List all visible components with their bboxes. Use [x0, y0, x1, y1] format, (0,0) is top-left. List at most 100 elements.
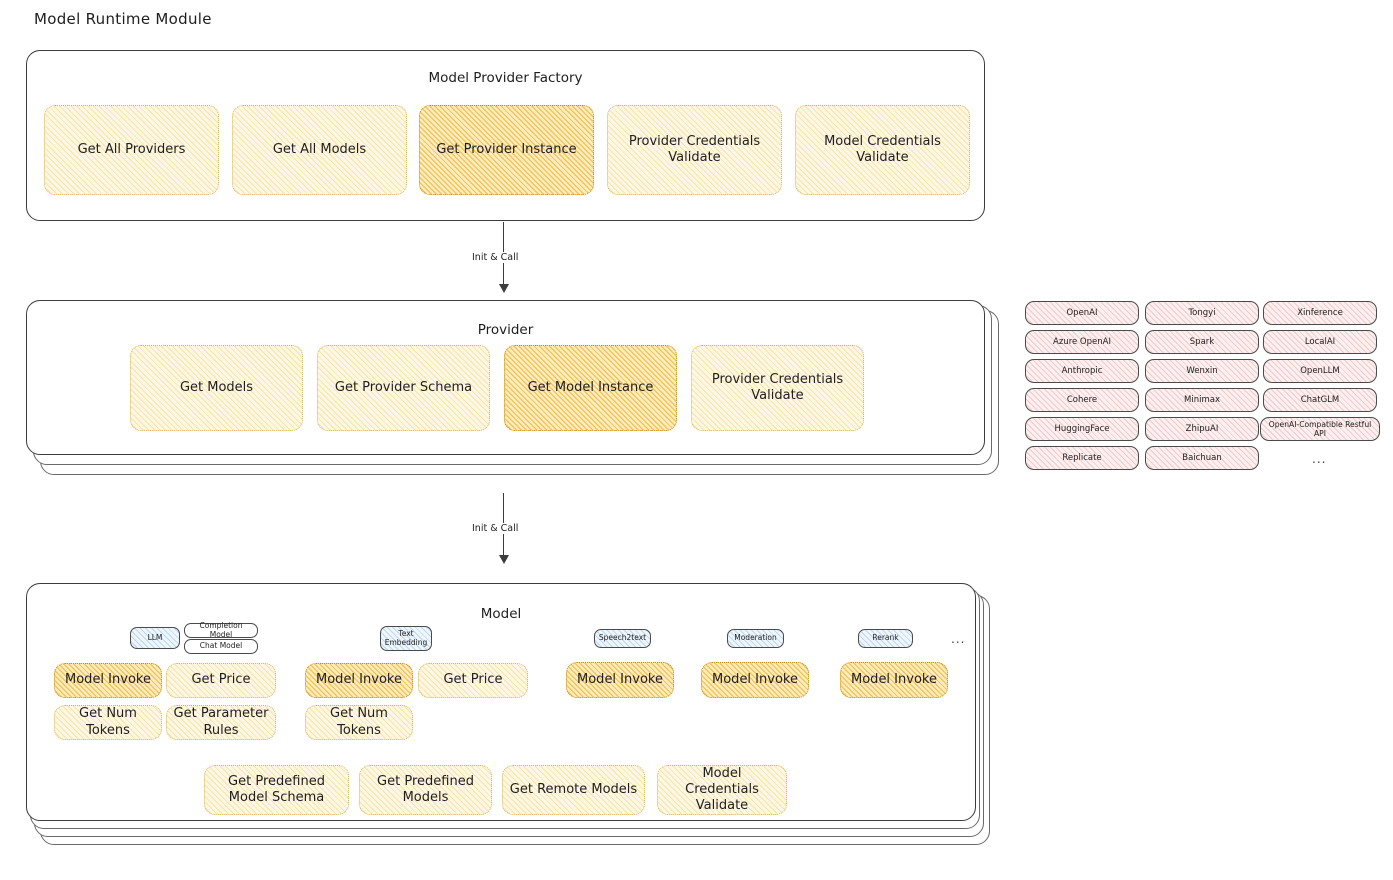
- provider-pill-label: Baichuan: [1182, 453, 1222, 463]
- model-subtype-pill-chat-model[interactable]: Chat Model: [184, 639, 258, 654]
- factory-box-get-all-models[interactable]: Get All Models: [232, 105, 407, 195]
- provider-pill-label: Anthropic: [1061, 366, 1103, 376]
- provider-pill-label: ChatGLM: [1300, 395, 1340, 405]
- page-title: Model Runtime Module: [34, 10, 212, 28]
- model-common-box-get-predefined-models[interactable]: Get Predefined Models: [359, 765, 492, 815]
- provider-box-get-model-instance[interactable]: Get Model Instance: [504, 345, 677, 431]
- provider-pill-label: Spark: [1189, 337, 1215, 347]
- model-common-box-get-predefined-model-schema[interactable]: Get Predefined Model Schema: [204, 765, 349, 815]
- provider-pill-label: Wenxin: [1186, 366, 1218, 376]
- factory-box-get-all-providers[interactable]: Get All Providers: [44, 105, 219, 195]
- provider-pill-chatglm[interactable]: ChatGLM: [1263, 388, 1377, 412]
- provider-pill-label: Minimax: [1184, 395, 1220, 405]
- fn-box-label: Get Price: [443, 672, 503, 688]
- provider-box-get-provider-schema[interactable]: Get Provider Schema: [317, 345, 490, 431]
- provider-pill-replicate[interactable]: Replicate: [1025, 446, 1139, 470]
- llm-box-get-parameter-rules[interactable]: Get Parameter Rules: [166, 705, 276, 740]
- provider-pill-huggingface[interactable]: HuggingFace: [1025, 417, 1139, 441]
- fn-box-label: Model Invoke: [851, 671, 937, 687]
- model-type-label: LLM: [147, 632, 163, 642]
- model-provider-factory-title: Model Provider Factory: [428, 70, 583, 86]
- fn-box-label: Model Credentials Validate: [685, 765, 759, 814]
- provider-pill-label: ZhipuAI: [1185, 424, 1219, 434]
- llm-box-get-price[interactable]: Get Price: [166, 663, 276, 698]
- provider-pill-openai-compatible-restful-api[interactable]: OpenAI-Compatible Restful API: [1260, 417, 1380, 441]
- factory-box-label: Get Provider Instance: [436, 141, 577, 157]
- model-subtype-label: Chat Model: [199, 641, 243, 651]
- provider-pill-label: OpenAI-Compatible Restful API: [1268, 420, 1372, 438]
- provider-pill-openai[interactable]: OpenAI: [1025, 301, 1139, 325]
- arrow-provider-to-model-label: Init & Call: [468, 523, 523, 534]
- provider-pill-cohere[interactable]: Cohere: [1025, 388, 1139, 412]
- provider-pill-label: Replicate: [1062, 453, 1102, 463]
- provider-box-provider-credentials-validate[interactable]: Provider Credentials Validate: [691, 345, 864, 431]
- factory-box-label: Get All Models: [272, 141, 367, 157]
- provider-box-label: Get Model Instance: [527, 379, 654, 395]
- provider-box-get-models[interactable]: Get Models: [130, 345, 303, 431]
- factory-box-model-credentials-validate[interactable]: Model Credentials Validate: [795, 105, 970, 195]
- model-type-pill-rerank[interactable]: Rerank: [858, 629, 913, 648]
- provider-box-label: Provider Credentials Validate: [711, 371, 844, 403]
- factory-box-label: Provider Credentials Validate: [628, 133, 761, 165]
- model-type-pill-speech2text[interactable]: Speech2text: [594, 629, 651, 648]
- speech2text-box-model-invoke[interactable]: Model Invoke: [566, 662, 674, 698]
- llm-box-model-invoke[interactable]: Model Invoke: [54, 663, 162, 698]
- provider-pill-spark[interactable]: Spark: [1145, 330, 1259, 354]
- model-type-label: Rerank: [872, 633, 899, 643]
- factory-box-get-provider-instance[interactable]: Get Provider Instance: [419, 105, 594, 195]
- provider-pill-label: Cohere: [1066, 395, 1098, 405]
- text-embedding-box-model-invoke[interactable]: Model Invoke: [305, 663, 413, 698]
- fn-box-label: Get Price: [191, 672, 251, 688]
- provider-pill-wenxin[interactable]: Wenxin: [1145, 359, 1259, 383]
- provider-list-more-ellipsis: ...: [1312, 452, 1327, 466]
- moderation-box-model-invoke[interactable]: Model Invoke: [701, 662, 809, 698]
- fn-box-label: Get Remote Models: [509, 781, 638, 797]
- factory-box-provider-credentials-validate[interactable]: Provider Credentials Validate: [607, 105, 782, 195]
- provider-pill-label: LocalAI: [1304, 337, 1336, 347]
- fn-box-label: Get Num Tokens: [330, 706, 388, 738]
- provider-pill-tongyi[interactable]: Tongyi: [1145, 301, 1259, 325]
- model-card: Model: [26, 583, 976, 821]
- model-types-more-ellipsis: ...: [951, 632, 966, 646]
- model-type-pill-llm[interactable]: LLM: [130, 627, 180, 649]
- provider-pill-minimax[interactable]: Minimax: [1145, 388, 1259, 412]
- model-subtype-label: Completion Model: [199, 620, 243, 639]
- provider-pill-label: HuggingFace: [1054, 424, 1110, 434]
- provider-pill-label: Azure OpenAI: [1053, 337, 1111, 347]
- fn-box-label: Get Num Tokens: [79, 706, 137, 738]
- model-type-label: Speech2text: [598, 633, 647, 643]
- arrow-provider-to-model-head: [499, 555, 509, 564]
- provider-pill-localai[interactable]: LocalAI: [1263, 330, 1377, 354]
- fn-box-label: Model Invoke: [65, 672, 151, 688]
- model-type-label: Moderation: [734, 633, 777, 643]
- text-embedding-box-get-price[interactable]: Get Price: [418, 663, 528, 698]
- provider-pill-openllm[interactable]: OpenLLM: [1263, 359, 1377, 383]
- model-type-pill-text-embedding[interactable]: Text Embedding: [380, 626, 432, 651]
- provider-pill-label: OpenAI: [1066, 308, 1098, 318]
- arrow-factory-to-provider-label: Init & Call: [468, 252, 523, 263]
- provider-box-label: Get Provider Schema: [334, 379, 473, 395]
- provider-box-label: Get Models: [179, 379, 254, 395]
- factory-box-label: Model Credentials Validate: [824, 133, 941, 165]
- provider-pill-anthropic[interactable]: Anthropic: [1025, 359, 1139, 383]
- model-common-box-model-credentials-validate[interactable]: Model Credentials Validate: [657, 765, 787, 815]
- text-embedding-box-get-num-tokens[interactable]: Get Num Tokens: [305, 705, 413, 740]
- provider-pill-label: OpenLLM: [1300, 366, 1340, 376]
- model-subtype-pill-completion-model[interactable]: Completion Model: [184, 620, 258, 639]
- model-common-box-get-remote-models[interactable]: Get Remote Models: [502, 765, 645, 815]
- model-title: Model: [480, 606, 522, 622]
- model-type-pill-moderation[interactable]: Moderation: [727, 629, 784, 648]
- provider-pill-zhipuai[interactable]: ZhipuAI: [1145, 417, 1259, 441]
- llm-box-get-num-tokens[interactable]: Get Num Tokens: [54, 705, 162, 740]
- factory-box-label: Get All Providers: [77, 141, 186, 157]
- provider-pill-azure-openai[interactable]: Azure OpenAI: [1025, 330, 1139, 354]
- provider-pill-xinference[interactable]: Xinference: [1263, 301, 1377, 325]
- provider-title: Provider: [477, 322, 534, 338]
- provider-pill-baichuan[interactable]: Baichuan: [1145, 446, 1259, 470]
- fn-box-label: Model Invoke: [712, 671, 798, 687]
- fn-box-label: Model Invoke: [316, 672, 402, 688]
- rerank-box-model-invoke[interactable]: Model Invoke: [840, 662, 948, 698]
- arrow-factory-to-provider-head: [499, 284, 509, 293]
- model-type-label: Text Embedding: [384, 628, 428, 647]
